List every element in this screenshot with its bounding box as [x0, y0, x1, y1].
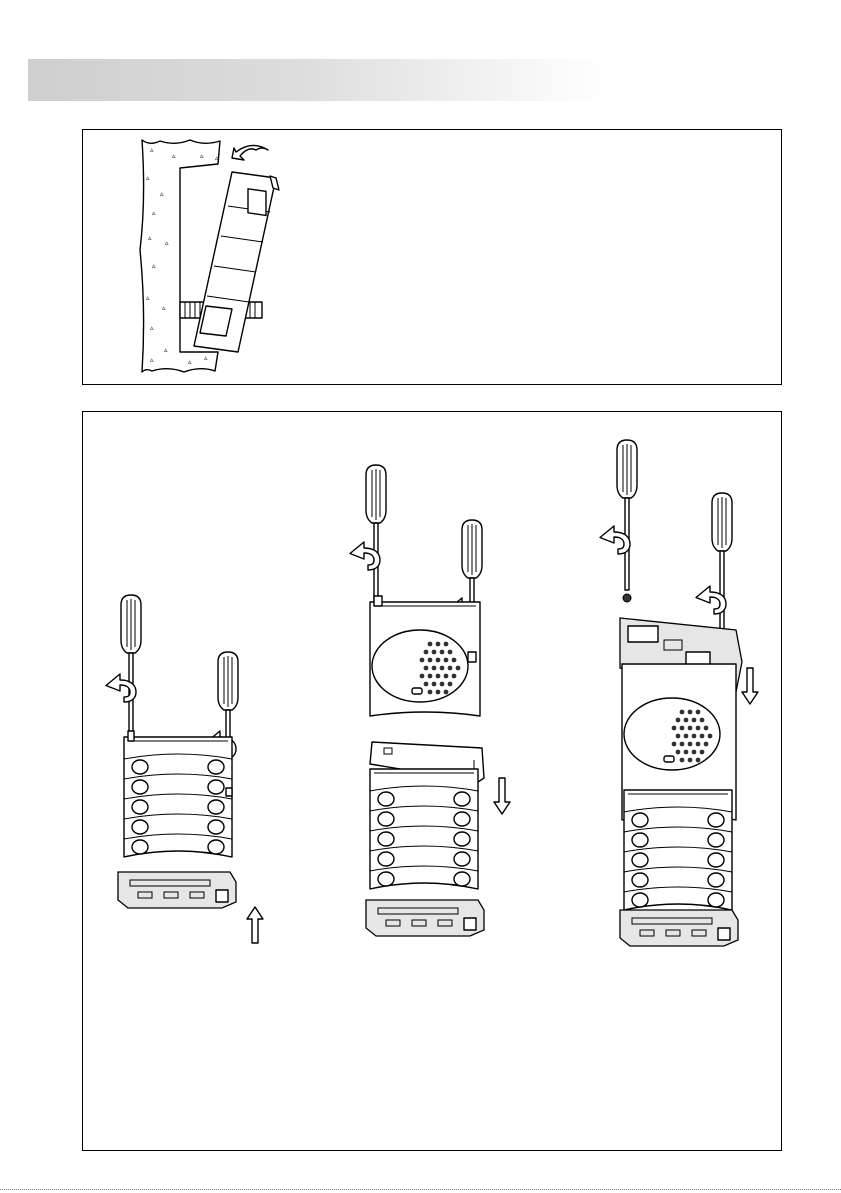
- svg-text:▵: ▵: [165, 240, 169, 247]
- up-arrow-icon: [247, 907, 263, 943]
- svg-text:▵: ▵: [152, 210, 156, 217]
- svg-text:▵: ▵: [215, 155, 219, 162]
- svg-text:▵: ▵: [152, 263, 156, 270]
- down-arrow-icon: [494, 778, 510, 814]
- tilted-frame: [194, 172, 279, 352]
- svg-text:▵: ▵: [204, 355, 208, 362]
- svg-text:▵: ▵: [160, 191, 164, 198]
- svg-text:▵: ▵: [164, 347, 168, 354]
- step-1-figure: [106, 595, 263, 943]
- screwdriver-icon: [121, 595, 141, 745]
- rotate-arrow-icon: [232, 145, 268, 160]
- svg-text:▵: ▵: [200, 153, 204, 160]
- svg-text:▵: ▵: [150, 147, 154, 154]
- screwdriver-icon: [712, 493, 732, 643]
- svg-text:▵: ▵: [172, 153, 176, 160]
- svg-text:▵: ▵: [150, 357, 154, 364]
- down-arrow-icon: [742, 668, 758, 704]
- step-2-figure: [350, 465, 510, 936]
- screwdriver-icon: [617, 440, 637, 590]
- svg-text:▵: ▵: [148, 235, 152, 242]
- svg-text:▵: ▵: [162, 305, 166, 312]
- screwdriver-icon: [366, 465, 386, 615]
- svg-text:▵: ▵: [146, 175, 150, 182]
- svg-text:▵: ▵: [150, 325, 154, 332]
- step-3-figure: [600, 440, 758, 946]
- svg-text:▵: ▵: [146, 295, 150, 302]
- svg-text:▵: ▵: [188, 359, 192, 366]
